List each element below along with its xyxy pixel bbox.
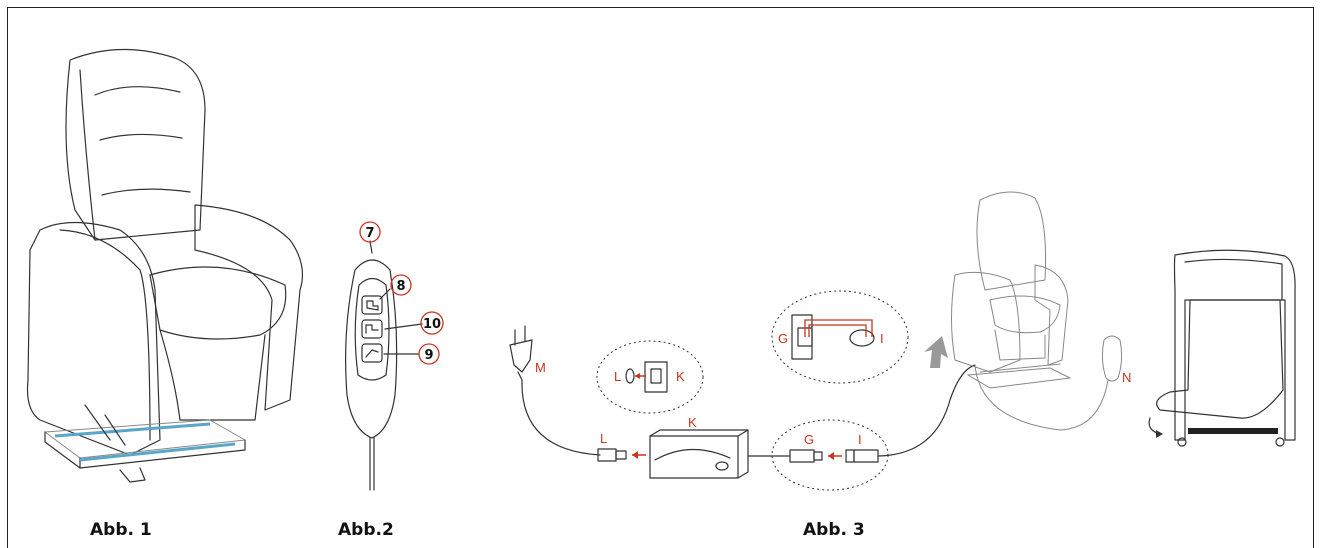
callout-10: [420, 311, 444, 335]
callout-7-label: 7: [365, 226, 374, 241]
power-supply-box: [649, 429, 749, 479]
label-M: M: [535, 360, 546, 375]
label-I: I: [858, 432, 862, 447]
callout-10-label: 10: [423, 317, 441, 332]
callout-8: [390, 274, 412, 296]
detail-LK-L: L: [614, 369, 621, 384]
callout-9-label: 9: [424, 348, 433, 363]
wall-plug-icon: [509, 325, 533, 381]
label-N: N: [1122, 370, 1131, 385]
detail-GI: [771, 290, 909, 384]
connector-L: [597, 448, 617, 462]
callout-7: [359, 221, 381, 243]
chair-rear-view: [1148, 249, 1296, 447]
label-G: G: [804, 432, 814, 447]
connector-G: [789, 449, 815, 463]
detail-LK-K: K: [676, 369, 685, 384]
label-K: K: [688, 415, 697, 430]
callout-9: [418, 343, 440, 365]
detail-GI-G: G: [778, 331, 788, 346]
up-arrow-icon: [924, 336, 948, 368]
detail-LK: [596, 340, 704, 414]
label-L: L: [600, 431, 607, 446]
caption-fig1: Abb. 1: [90, 520, 152, 540]
small-lift-chair: [951, 191, 1071, 389]
wiring-diagram: M L K G I: [509, 191, 1296, 491]
figure-frame: [7, 7, 1314, 548]
detail-GI-I: I: [880, 331, 884, 346]
caption-fig3: Abb. 3: [803, 520, 865, 540]
connector-I: [853, 449, 879, 463]
lift-chair-illustration: [26, 48, 303, 483]
small-hand-control: [1101, 335, 1123, 382]
hand-control-illustration: 7 8 10 9: [345, 221, 444, 491]
callout-8-label: 8: [396, 279, 405, 294]
caption-fig2: Abb.2: [338, 520, 394, 540]
